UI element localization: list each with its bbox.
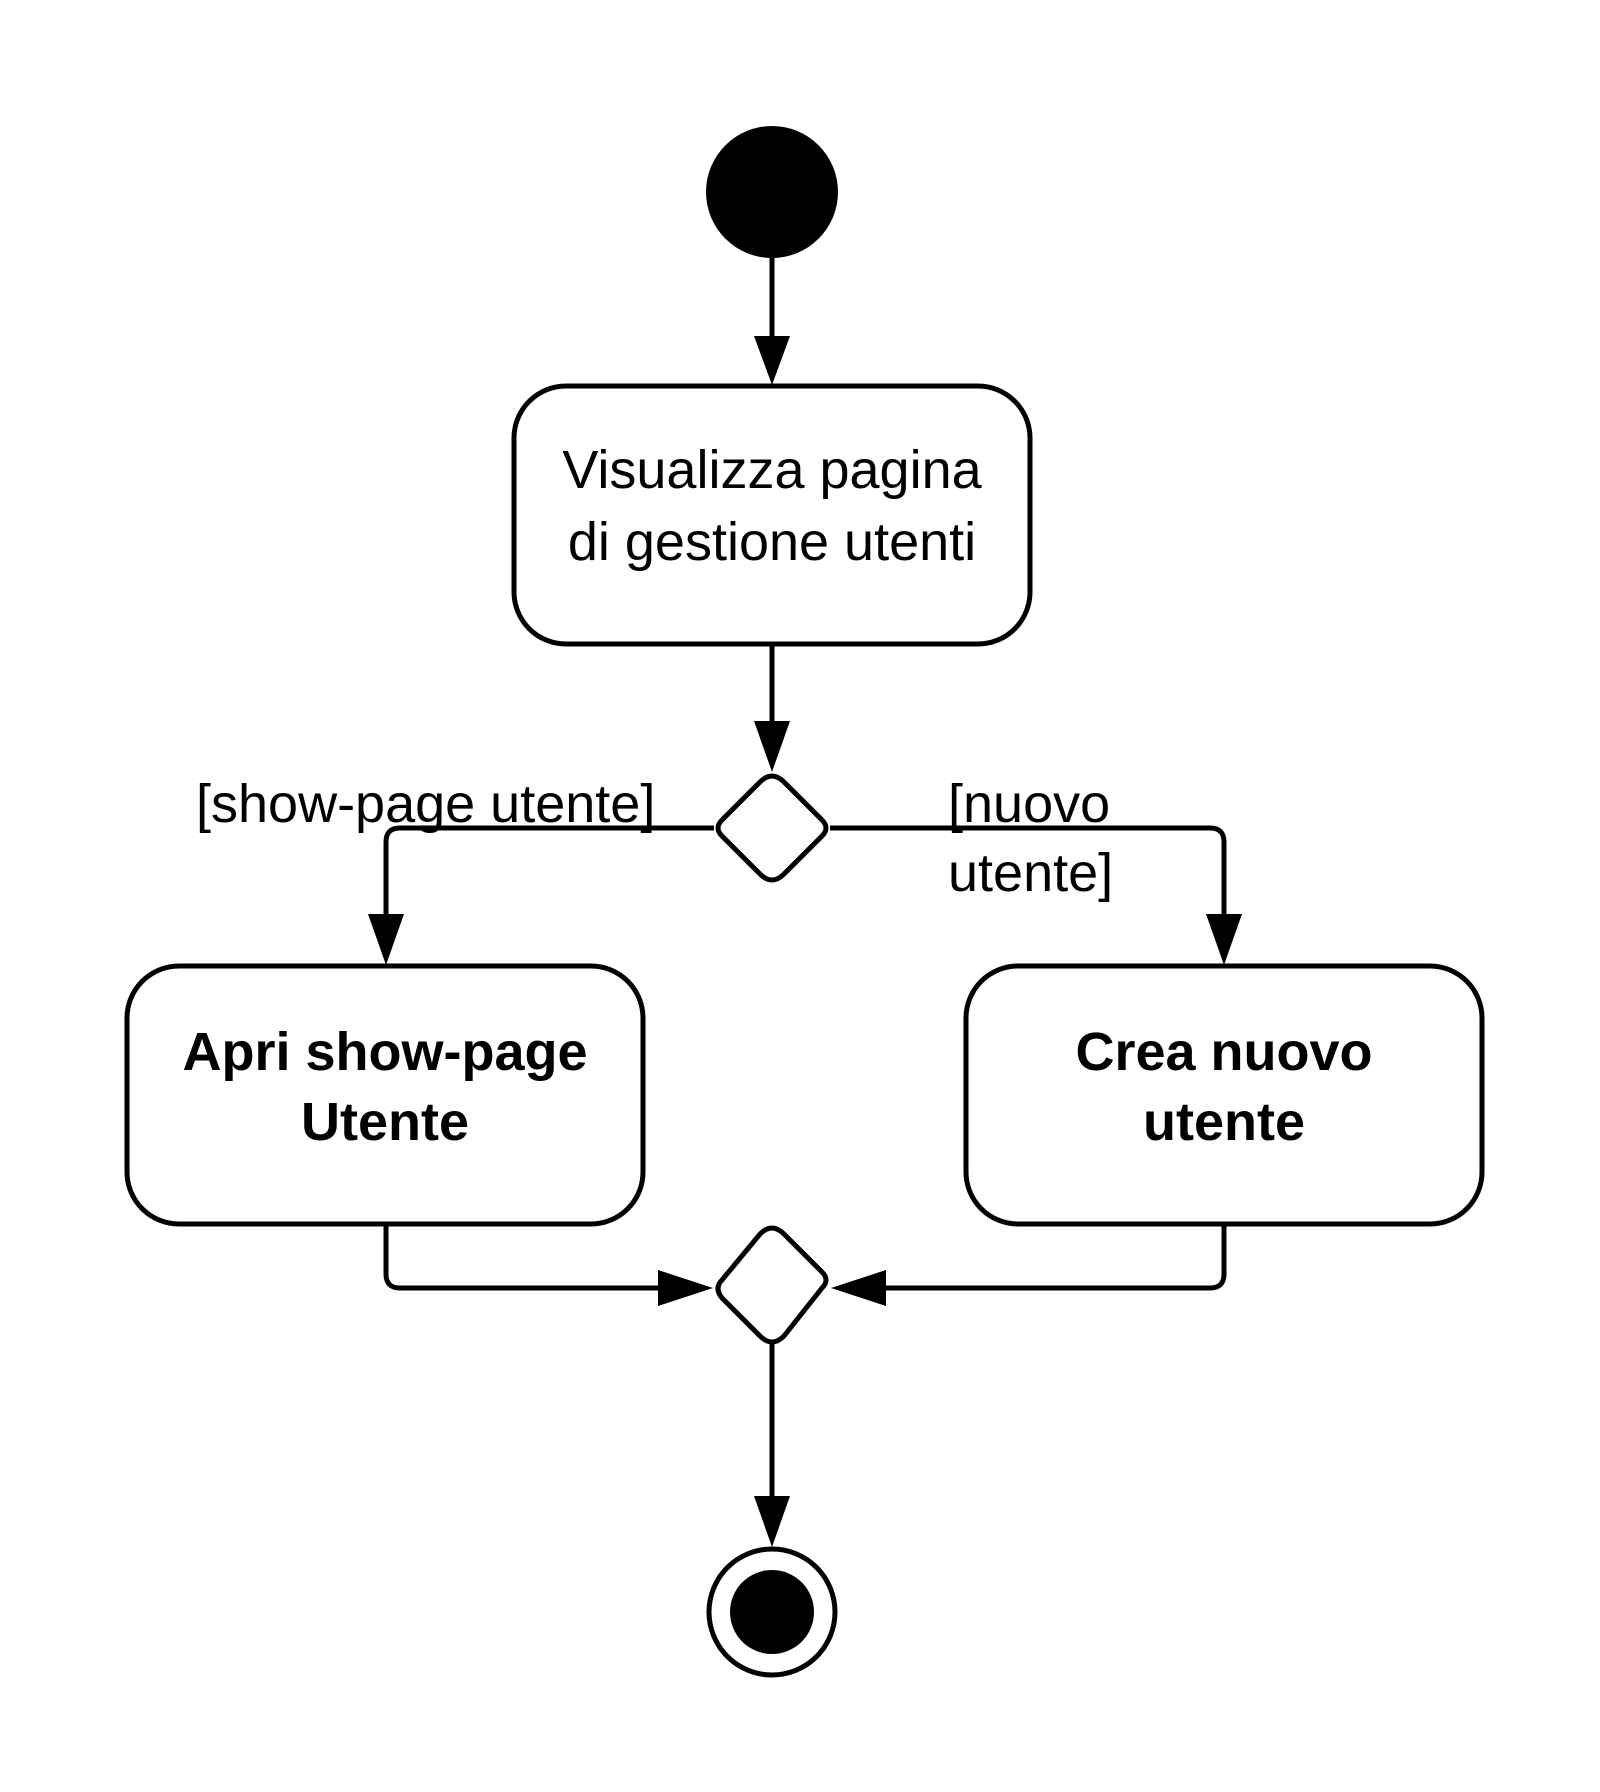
initial-node — [706, 126, 838, 258]
edge-crea-to-merge — [831, 1224, 1227, 1306]
final-node — [706, 1546, 838, 1678]
action-apri-label-line2: Utente — [301, 1092, 469, 1152]
action-visualizza-pagina[interactable]: Visualizza pagina di gestione utenti — [511, 383, 1033, 647]
action-apri-label-line1: Apri show-page — [182, 1022, 587, 1082]
guard-label-nuovo-utente-line2: utente] — [948, 843, 1113, 903]
edge-apri-to-merge — [383, 1224, 713, 1306]
guard-label-nuovo-utente-line1: [nuovo — [948, 774, 1110, 834]
action-visualizza-label-line2: di gestione utenti — [568, 512, 976, 572]
action-visualizza-label-line1: Visualizza pagina — [562, 440, 982, 500]
action-apri-show-page[interactable]: Apri show-page Utente — [124, 963, 646, 1227]
edge-visualizza-to-decision — [754, 644, 790, 772]
edge-decision-to-apri — [368, 825, 714, 965]
decision-node — [715, 773, 829, 883]
guard-label-show-page: [show-page utente] — [196, 774, 655, 834]
action-crea-label-line2: utente — [1143, 1092, 1305, 1152]
edge-merge-to-final — [754, 1342, 790, 1547]
action-crea-nuovo-utente[interactable]: Crea nuovo utente — [963, 963, 1485, 1227]
edge-initial-to-visualizza — [754, 258, 790, 385]
edge-decision-to-crea — [830, 825, 1242, 965]
action-crea-label-line1: Crea nuovo — [1075, 1022, 1372, 1082]
merge-node — [715, 1225, 829, 1345]
